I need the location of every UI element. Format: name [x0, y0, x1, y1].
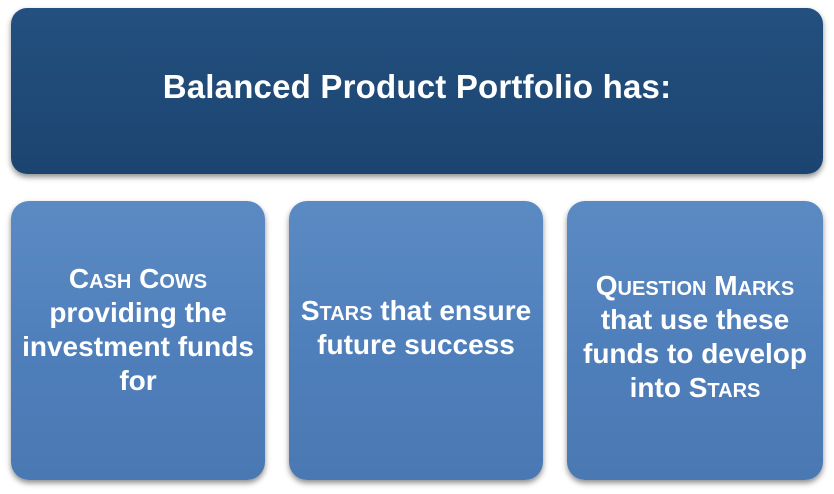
stars-card: Stars that ensure future success: [289, 201, 543, 480]
portfolio-header-box: Balanced Product Portfolio has:: [11, 8, 823, 174]
stars-card-text: Stars that ensure future success: [289, 294, 543, 362]
stars-label: Stars: [300, 294, 373, 326]
question-marks-label: Question Marks: [595, 269, 795, 301]
cash-cows-card: Cash Cows providing the investment funds…: [11, 201, 265, 480]
cash-cows-card-text: Cash Cows providing the investment funds…: [11, 262, 265, 398]
portfolio-header-title: Balanced Product Portfolio has:: [162, 68, 672, 105]
question-marks-card: Question Marks that use these funds to d…: [567, 201, 823, 480]
cash-cows-description: providing the investment funds for: [22, 296, 254, 396]
question-marks-card-text: Question Marks that use these funds to d…: [567, 269, 823, 405]
question-marks-description: that use these funds to develop into: [583, 303, 807, 403]
question-marks-stars-label: Stars: [688, 371, 761, 403]
stars-description: that ensure future success: [317, 294, 532, 360]
cash-cows-label: Cash Cows: [68, 262, 208, 294]
